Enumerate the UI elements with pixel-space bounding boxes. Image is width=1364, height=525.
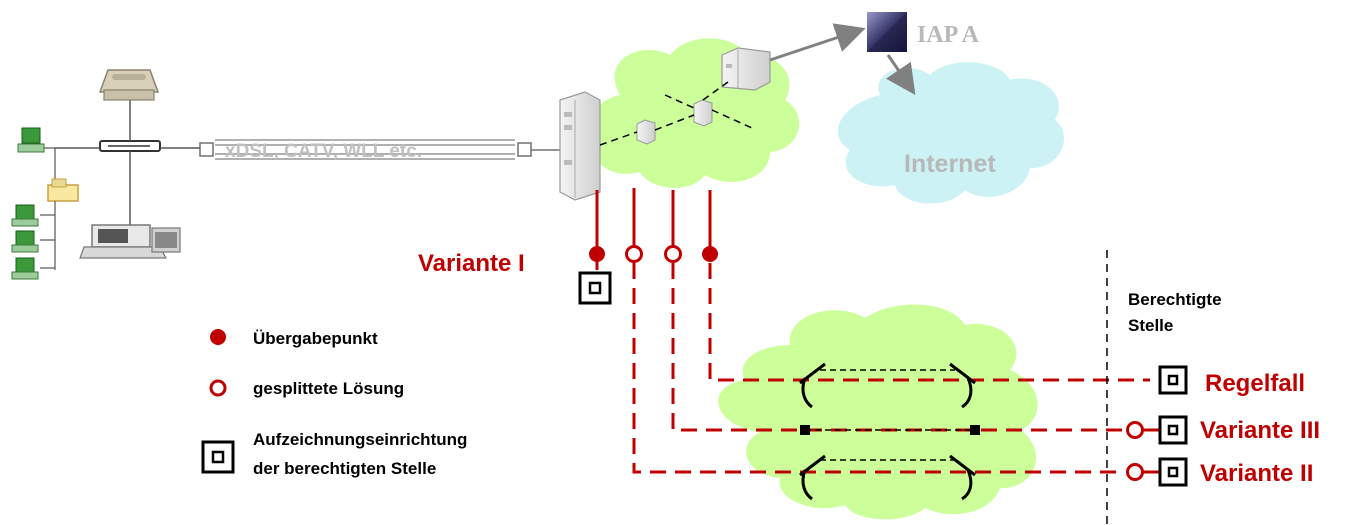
gateway-server-icon	[721, 47, 771, 91]
handover-point-marker	[589, 246, 605, 262]
router-icon	[693, 99, 713, 127]
computer-icon	[11, 204, 39, 227]
legend: Übergabepunkt gesplittete Lösung Aufzeic…	[201, 329, 467, 478]
telephone-icon	[98, 69, 160, 101]
variant-3-label: Variante III	[1200, 417, 1320, 444]
hub-icon	[47, 178, 79, 202]
variant-2-label: Variante II	[1200, 460, 1313, 487]
recorder-icon	[1158, 415, 1188, 445]
interception-lines	[595, 188, 712, 270]
legend-recorder-label-line-1: Aufzeichnungseinrichtung	[253, 430, 467, 449]
customer-premises	[11, 69, 200, 280]
computer-icon	[11, 230, 39, 253]
workstation-icon	[79, 224, 181, 259]
handover-point-marker	[702, 246, 718, 262]
authority-network-links	[805, 369, 975, 461]
legend-split-icon	[209, 379, 227, 397]
split-solution-marker	[664, 245, 682, 263]
legend-recorder-icon	[201, 440, 235, 474]
iap-node-icon	[867, 12, 907, 52]
split-solution-marker	[1126, 463, 1144, 481]
variant-1-label: Variante I	[418, 250, 525, 277]
recorder-icon	[1158, 457, 1188, 487]
recorder-icon	[1158, 365, 1188, 395]
legend-handover-label: Übergabepunkt	[253, 329, 378, 348]
computer-icon	[11, 257, 39, 280]
access-technology-label: xDSL, CATV, WLL etc.	[225, 141, 422, 162]
regelfall-label: Regelfall	[1205, 370, 1305, 397]
legend-recorder-label-line-2: der berechtigten Stelle	[253, 459, 436, 478]
access-endpoint-left	[199, 142, 214, 157]
recorder-icon	[578, 271, 612, 305]
switch-contact-symbols	[799, 362, 976, 501]
split-solution-marker	[625, 245, 643, 263]
access-endpoint-right	[517, 142, 532, 157]
iap-link-arrow	[769, 23, 866, 62]
authority-network-cloud	[718, 304, 1038, 520]
provider-internal-links	[599, 81, 753, 146]
access-line	[215, 139, 515, 160]
authority-heading-line-1: Berechtigte	[1128, 290, 1222, 309]
split-solution-marker	[1126, 421, 1144, 439]
junction-node	[970, 425, 980, 435]
internet-label: Internet	[904, 150, 996, 178]
iap-label: IAP A	[917, 22, 980, 48]
authority-heading-line-2: Stelle	[1128, 316, 1173, 335]
internet-cloud	[837, 62, 1065, 204]
interception-dashed-lines	[632, 263, 1150, 474]
junction-node	[800, 425, 810, 435]
switch-icon	[636, 119, 656, 145]
legend-split-label: gesplittete Lösung	[253, 379, 404, 398]
internet-link-arrow	[886, 54, 916, 95]
computer-icon	[17, 127, 45, 153]
legend-handover-icon	[210, 329, 226, 345]
access-node-server-icon	[559, 91, 601, 201]
